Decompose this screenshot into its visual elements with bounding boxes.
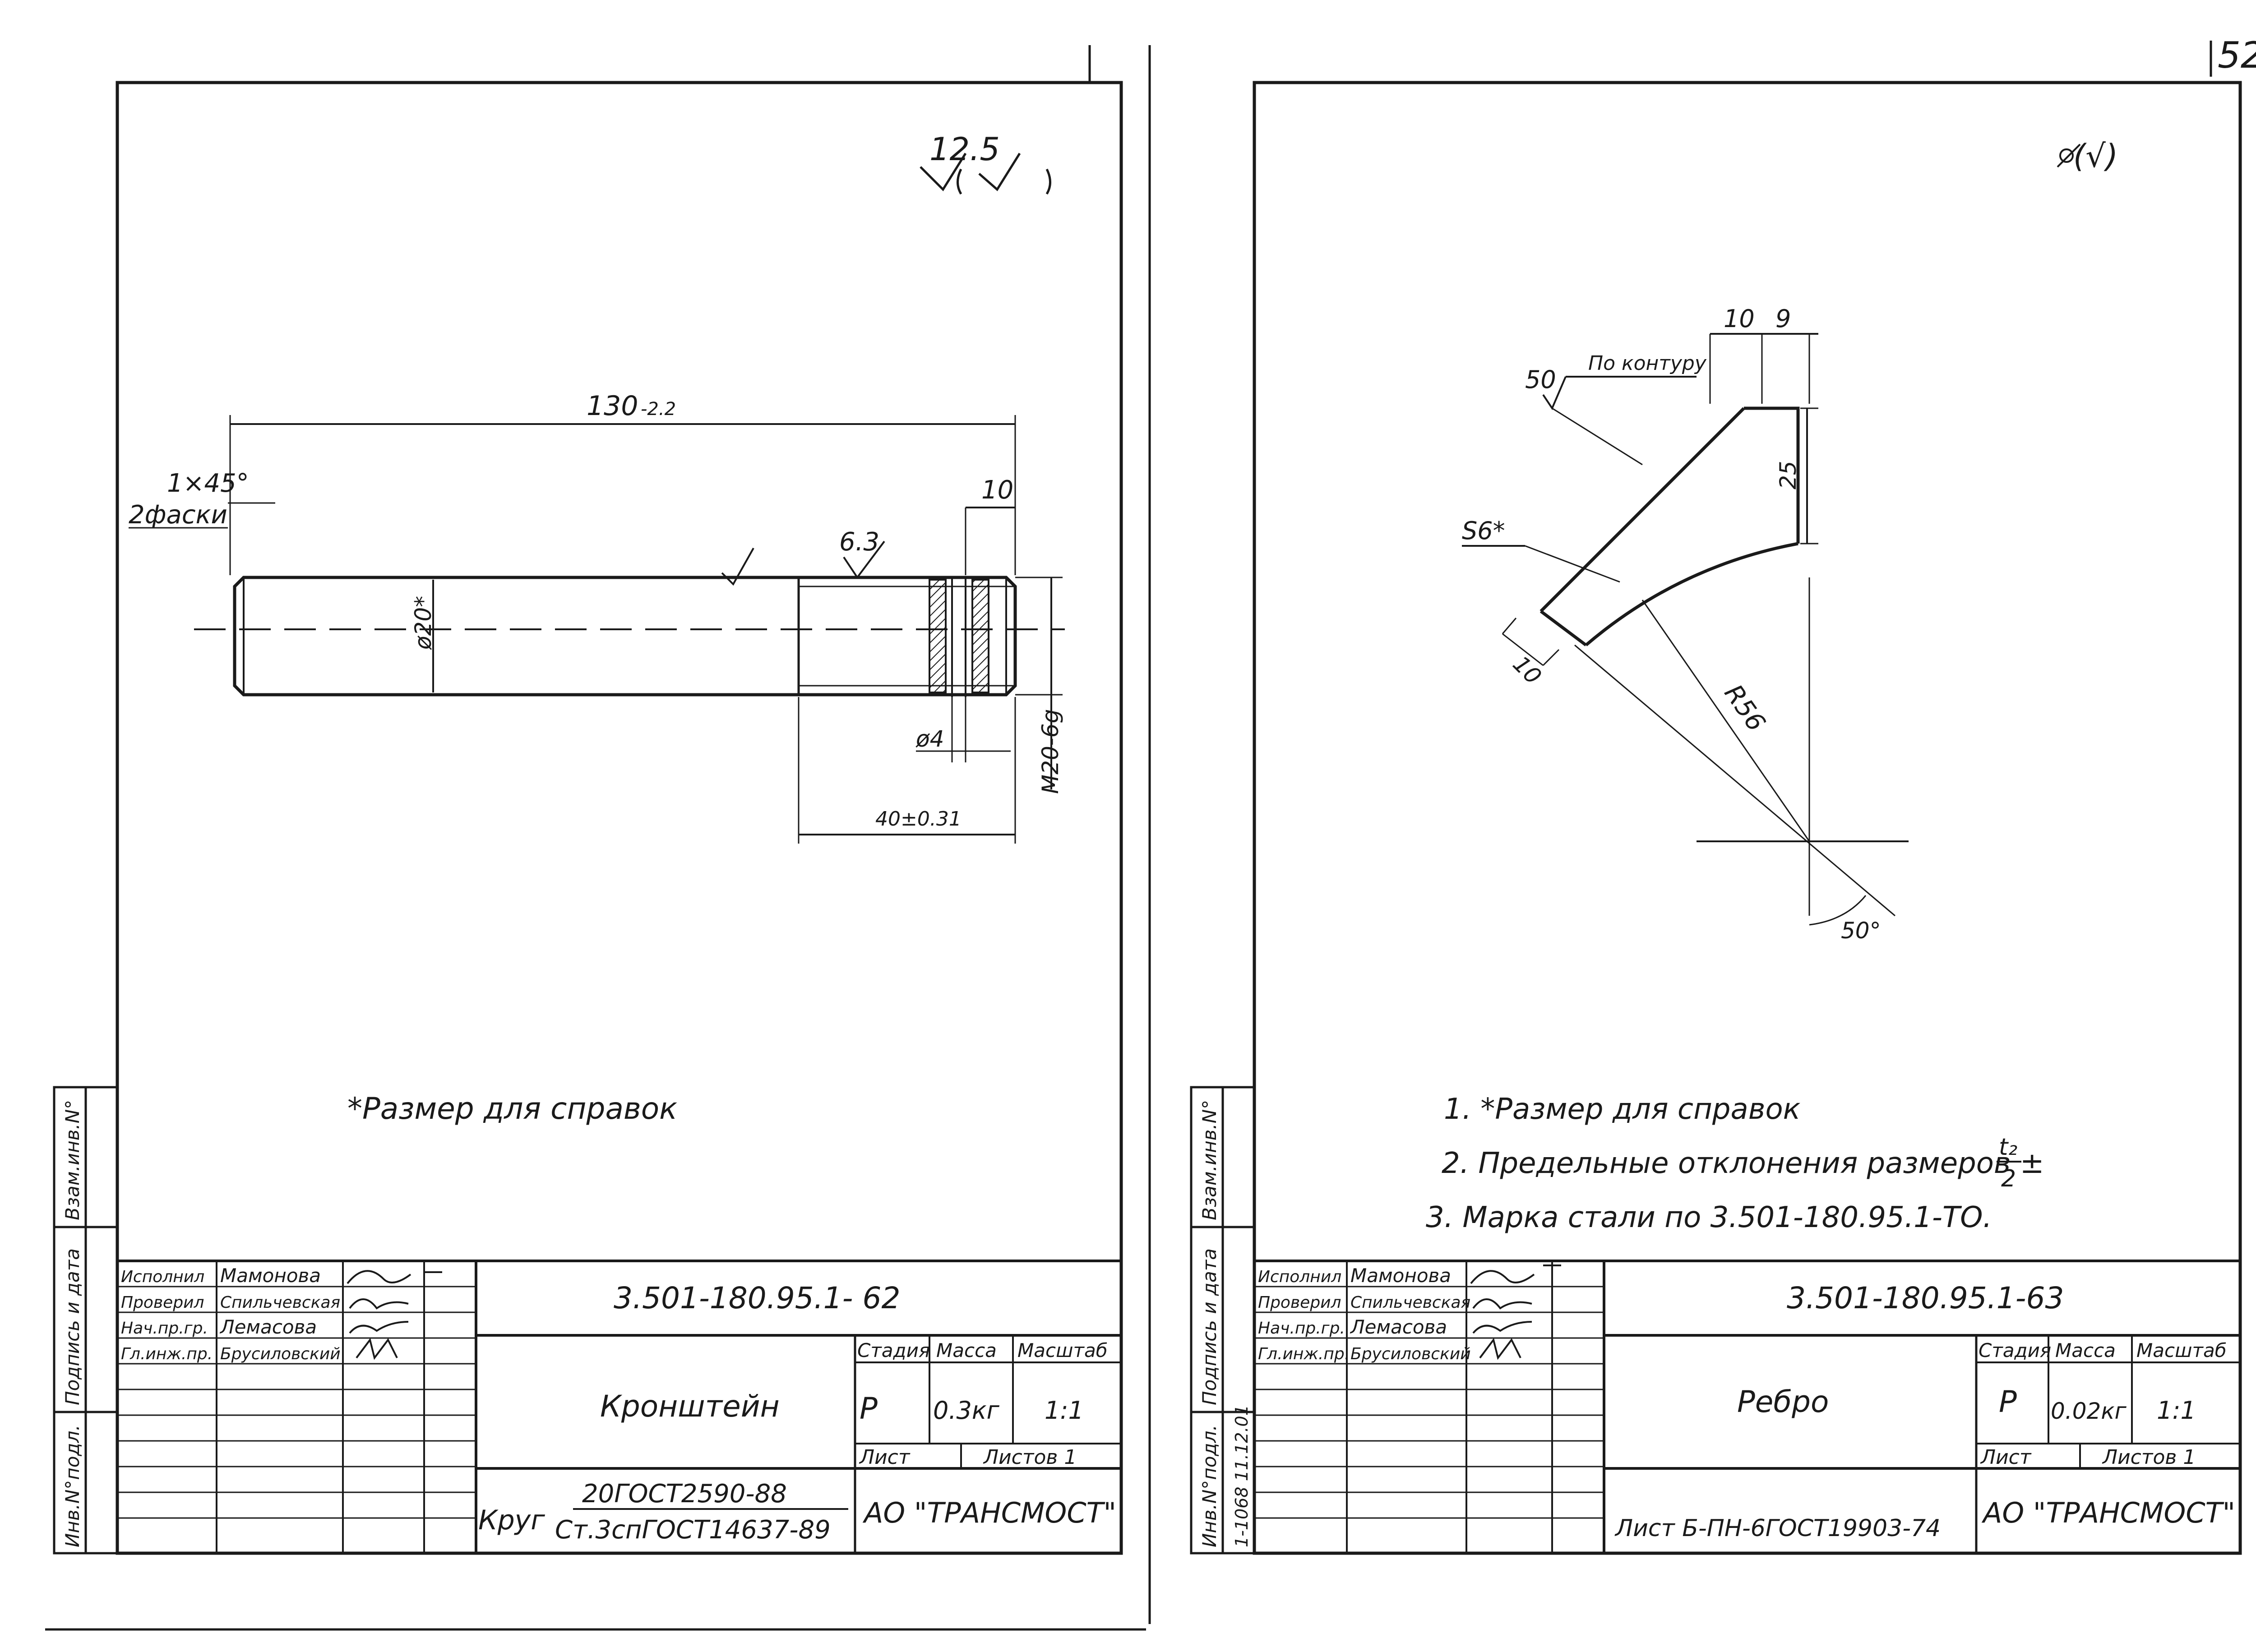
signatures-right bbox=[1470, 1264, 1561, 1360]
person-role-4-right: Гл.инж.пр. bbox=[1258, 1345, 1350, 1363]
side-label-inventory-right: Инв.N°подл. bbox=[1198, 1425, 1220, 1547]
person-role-2-right: Проверил bbox=[1258, 1293, 1341, 1312]
sheet-left-side-strip: Взам.инв.N° Подпись и дата Инв.N°подл. bbox=[53, 1086, 119, 1555]
note-1: 1. *Размер для справок bbox=[1444, 1093, 1801, 1126]
dim-thread-width: 10 bbox=[981, 475, 1013, 505]
note-3: 3. Марка стали по 3.501-180.95.1-ТО. bbox=[1426, 1201, 1992, 1234]
title-block-right: Исполнил Мамонова Проверил Спильчевская … bbox=[1254, 1260, 2240, 1553]
dim-thickness: S6* bbox=[1462, 517, 1505, 545]
note-2-fraction-num: t₂ bbox=[1999, 1134, 2017, 1161]
person-role-1-right: Исполнил bbox=[1258, 1268, 1341, 1286]
person-role-4: Гл.инж.пр. bbox=[121, 1345, 213, 1363]
dim-thread: M20-6g bbox=[1037, 709, 1063, 794]
dimensions-left: 130 -2.2 1×45° 2фаски 10 6.3 ø20* M20-6g bbox=[129, 390, 1063, 844]
person-name-2: Спильчевская bbox=[220, 1293, 340, 1312]
scale-value-right: 1:1 bbox=[2157, 1396, 2196, 1425]
person-role-3-right: Нач.пр.гр. bbox=[1258, 1319, 1345, 1338]
person-role-1: Исполнил bbox=[121, 1268, 204, 1286]
bracket-part-view bbox=[194, 576, 1065, 697]
dim-hole: ø4 bbox=[915, 726, 944, 752]
side-stamp-right: 1-1068 11.12.01 bbox=[1232, 1405, 1252, 1547]
stage-header-left: Стадия bbox=[857, 1339, 930, 1361]
sheet-left-frame bbox=[116, 81, 1123, 1555]
person-role-3: Нач.пр.гр. bbox=[121, 1319, 208, 1338]
scale-value-left: 1:1 bbox=[1045, 1396, 1084, 1425]
material-top-left: 20ГОСТ2590-88 bbox=[582, 1479, 787, 1509]
dim-edge: 10 bbox=[1508, 651, 1547, 689]
mass-header-right: Масса bbox=[2055, 1339, 2116, 1361]
weld-note: По контуру bbox=[1588, 352, 1707, 375]
part-name-left: Кронштейн bbox=[600, 1389, 780, 1424]
dim-overall-tol: -2.2 bbox=[641, 399, 676, 420]
person-name-3-right: Лемасова bbox=[1350, 1316, 1447, 1338]
svg-text:12.5: 12.5 bbox=[929, 131, 1000, 168]
page-number: 52 bbox=[2218, 34, 2256, 76]
side-label-replace-right: Взам.инв.N° bbox=[1198, 1100, 1220, 1220]
person-name-1-right: Мамонова bbox=[1350, 1264, 1451, 1287]
material-prefix-left: Круг bbox=[478, 1504, 545, 1536]
side-label-signature-right: Подпись и дата bbox=[1198, 1248, 1220, 1405]
person-name-4-right: Брусиловский bbox=[1350, 1345, 1471, 1363]
sheets-label-left: Листов 1 bbox=[983, 1446, 1077, 1469]
side-label-inventory: Инв.N°подл. bbox=[61, 1425, 83, 1547]
designation-left: 3.501-180.95.1- 62 bbox=[614, 1281, 900, 1315]
material-right: Лист Б-ПН-6ГОСТ19903-74 bbox=[1614, 1515, 1941, 1542]
sheet-label-left: Лист bbox=[859, 1446, 911, 1469]
note-2: 2. Предельные отклонения размеров ± bbox=[1442, 1147, 2044, 1180]
person-name-4: Брусиловский bbox=[220, 1345, 341, 1363]
dim-height: 25 bbox=[1775, 461, 1801, 489]
note-reference-left: *Размер для справок bbox=[347, 1091, 677, 1126]
stage-value-right: Р bbox=[1999, 1384, 2017, 1419]
sheet-right-frame bbox=[1253, 81, 2242, 1555]
dim-local-roughness: 6.3 bbox=[839, 527, 879, 557]
person-role-2: Проверил bbox=[121, 1293, 204, 1312]
company-left: АО "ТРАНСМОСТ" bbox=[862, 1496, 1116, 1529]
side-label-signature: Подпись и дата bbox=[61, 1248, 83, 1405]
note-2-fraction-den: 2 bbox=[2001, 1165, 2016, 1192]
mass-value-right: 0.02кг bbox=[2051, 1398, 2127, 1424]
mass-value-left: 0.3кг bbox=[933, 1396, 999, 1425]
mass-header-left: Масса bbox=[936, 1339, 997, 1361]
roughness-mark-left: 12.5 bbox=[920, 131, 1051, 195]
dim-radius: R56 bbox=[1719, 679, 1771, 737]
dimensions-right: 50 По контуру 10 9 25 S6* bbox=[1462, 305, 1881, 944]
weld-mark: 50 bbox=[1525, 365, 1556, 394]
title-block-left: Исполнил Мамонова Проверил Спильчевская … bbox=[117, 1260, 1121, 1553]
sheet-left: Взам.инв.N° Подпись и дата Инв.N°подл. 1… bbox=[53, 81, 1123, 1555]
dim-top-a: 10 bbox=[1724, 305, 1755, 333]
designation-right: 3.501-180.95.1-63 bbox=[1787, 1281, 2064, 1315]
section-hatch-2 bbox=[971, 579, 989, 693]
side-label-replace: Взам.инв.N° bbox=[61, 1100, 83, 1220]
dim-angle: 50° bbox=[1841, 918, 1881, 944]
material-bottom-left: Ст.3спГОСТ14637-89 bbox=[555, 1515, 831, 1545]
roughness-mark-right: (√) bbox=[2057, 138, 2118, 175]
person-name-1: Мамонова bbox=[220, 1264, 321, 1287]
company-right: АО "ТРАНСМОСТ" bbox=[1981, 1496, 2235, 1529]
sheet-right: Взам.инв.N° Подпись и дата Инв.N°подл. 1… bbox=[1190, 81, 2242, 1555]
scale-header-right: Масштаб bbox=[2136, 1339, 2227, 1361]
signatures-left bbox=[347, 1270, 442, 1360]
person-name-3: Лемасова bbox=[219, 1316, 317, 1338]
stage-value-left: Р bbox=[860, 1391, 878, 1426]
scale-header-left: Масштаб bbox=[1017, 1339, 1108, 1361]
svg-text:(√): (√) bbox=[2073, 138, 2118, 175]
dim-thread-length: 40±0.31 bbox=[875, 808, 962, 831]
sheet-right-side-strip: Взам.инв.N° Подпись и дата Инв.N°подл. 1… bbox=[1190, 1086, 1256, 1555]
dim-overall-length: 130 bbox=[587, 390, 638, 422]
sheets-label-right: Листов 1 bbox=[2102, 1446, 2196, 1469]
dim-diameter: ø20* bbox=[410, 596, 436, 650]
sheet-label-right: Лист bbox=[1980, 1446, 2032, 1469]
rib-part-view bbox=[1539, 406, 1909, 926]
person-name-2-right: Спильчевская bbox=[1350, 1293, 1470, 1312]
stage-header-right: Стадия bbox=[1979, 1339, 2051, 1361]
page-frame: 52 bbox=[45, 34, 2256, 1631]
notes-right: 1. *Размер для справок 2. Предельные отк… bbox=[1426, 1093, 2044, 1234]
section-hatch-1 bbox=[929, 579, 947, 693]
dim-chamfer-count: 2фаски bbox=[129, 500, 227, 530]
part-name-right: Ребро bbox=[1737, 1384, 1829, 1419]
dim-chamfer: 1×45° bbox=[167, 469, 249, 498]
dim-top-b: 9 bbox=[1775, 305, 1791, 333]
